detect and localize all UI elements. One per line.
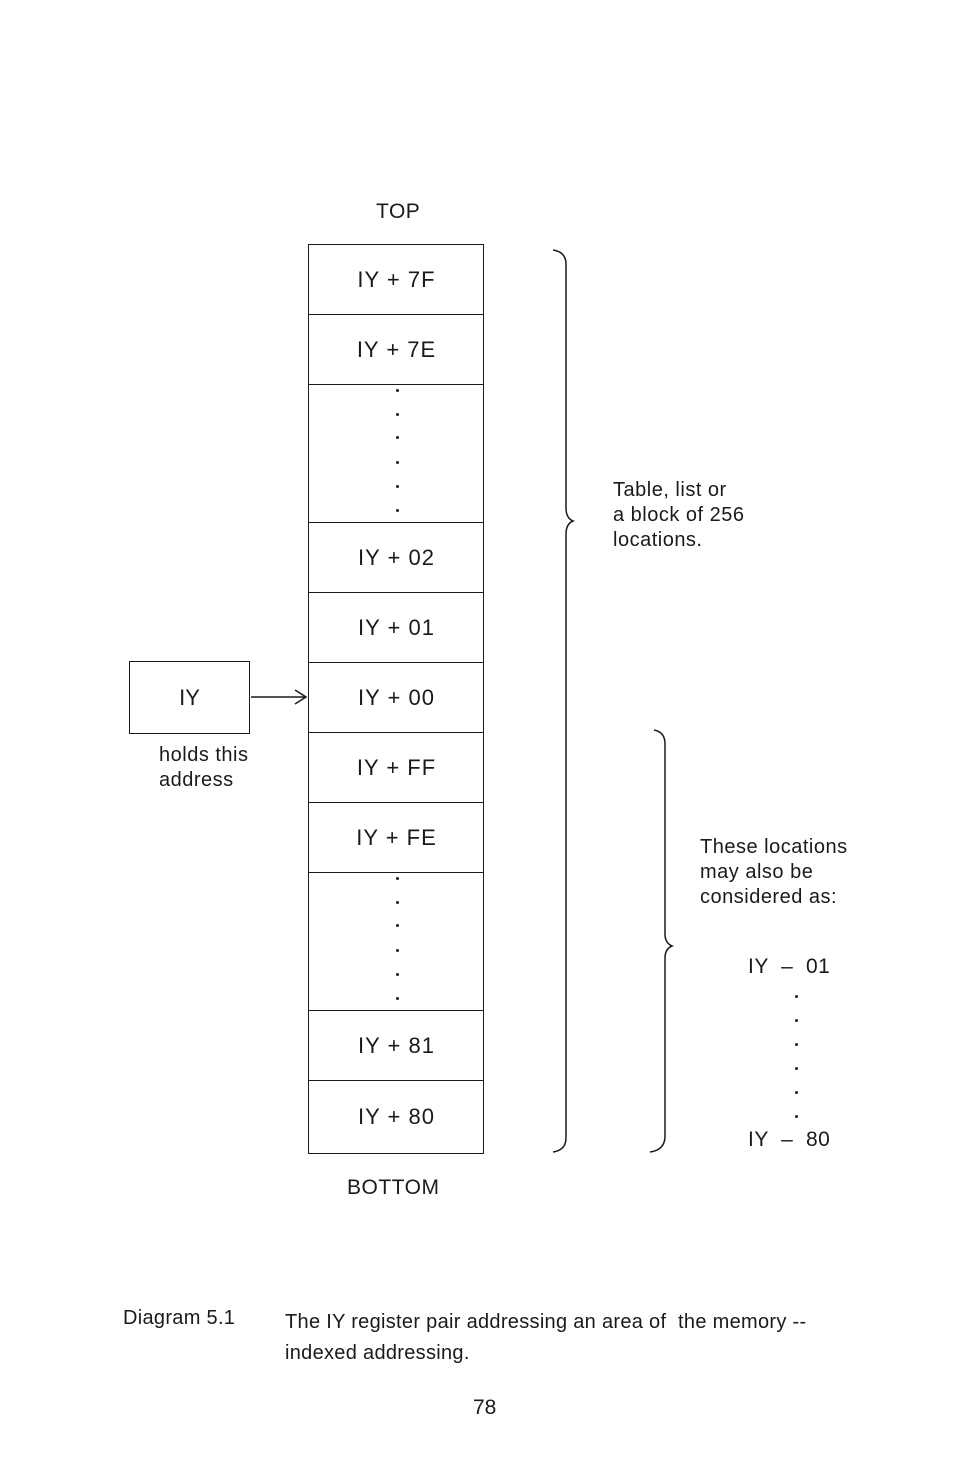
memory-cell: IY + 01 [309,593,484,663]
ellipsis-dot [795,1019,798,1022]
ellipsis-dot [396,877,399,880]
ellipsis-dot [396,949,399,952]
page-number: 78 [473,1396,497,1419]
caption-line: indexed addressing. [285,1342,470,1364]
ellipsis-dot [396,509,399,512]
negative-ellipsis [795,995,799,1125]
memory-cell: IY + 80 [358,1103,435,1129]
ellipsis-dot [396,436,399,439]
ellipsis-dot [795,1115,798,1118]
ellipsis-dot [795,1091,798,1094]
negative-description-line: considered as: [700,886,838,908]
negative-description-line: may also be [700,861,814,883]
memory-gap [309,385,484,523]
ellipsis-dot [795,1067,798,1070]
memory-cell: IY + FE [309,803,484,873]
negative-first-label: IY – 01 [748,955,831,978]
ellipsis-dot [396,461,399,464]
negative-description: These locations may also be considered a… [700,835,848,910]
memory-cell: IY + 81 [309,1011,484,1081]
block-description-line: locations. [613,529,703,551]
ellipsis-dot [396,413,399,416]
negative-description-line: These locations [700,836,848,858]
block-description-line: a block of 256 [613,504,745,526]
register-note: holds this address [159,743,249,793]
caption-label: Diagram 5.1 [123,1307,236,1329]
negative-brace [649,729,674,1153]
memory-cell: IY + 02 [309,523,484,593]
memory-column: IY + 7F IY + 7E IY + 02 IY + 01 IY + 00 … [308,244,484,1154]
caption-text: The IY register pair addressing an area … [285,1307,806,1369]
ellipsis-dot [396,389,399,392]
register-label: IY [179,684,200,710]
negative-last-label: IY – 80 [748,1128,831,1151]
caption-line: The IY register pair addressing an area … [285,1311,807,1333]
ellipsis-dot [396,924,399,927]
ellipsis-dot [795,1043,798,1046]
register-note-line: address [159,769,234,791]
register-note-line: holds this [159,744,249,766]
pointer-arrow-head [294,689,308,705]
register-box: IY [129,661,250,734]
memory-cell: IY + 00 [309,663,484,733]
ellipsis-dot [396,901,399,904]
block-brace [552,249,575,1153]
memory-gap [309,873,484,1011]
ellipsis-dot [396,997,399,1000]
memory-cell: IY + 7F [309,245,484,315]
block-description-line: Table, list or [613,479,727,501]
ellipsis-dot [795,995,798,998]
ellipsis-dot [396,973,399,976]
ellipsis-dot [396,485,399,488]
top-label: TOP [376,200,421,223]
bottom-label: BOTTOM [347,1176,440,1199]
block-description: Table, list or a block of 256 locations. [613,478,745,553]
memory-cell: IY + 7E [309,315,484,385]
memory-cell: IY + FF [309,733,484,803]
